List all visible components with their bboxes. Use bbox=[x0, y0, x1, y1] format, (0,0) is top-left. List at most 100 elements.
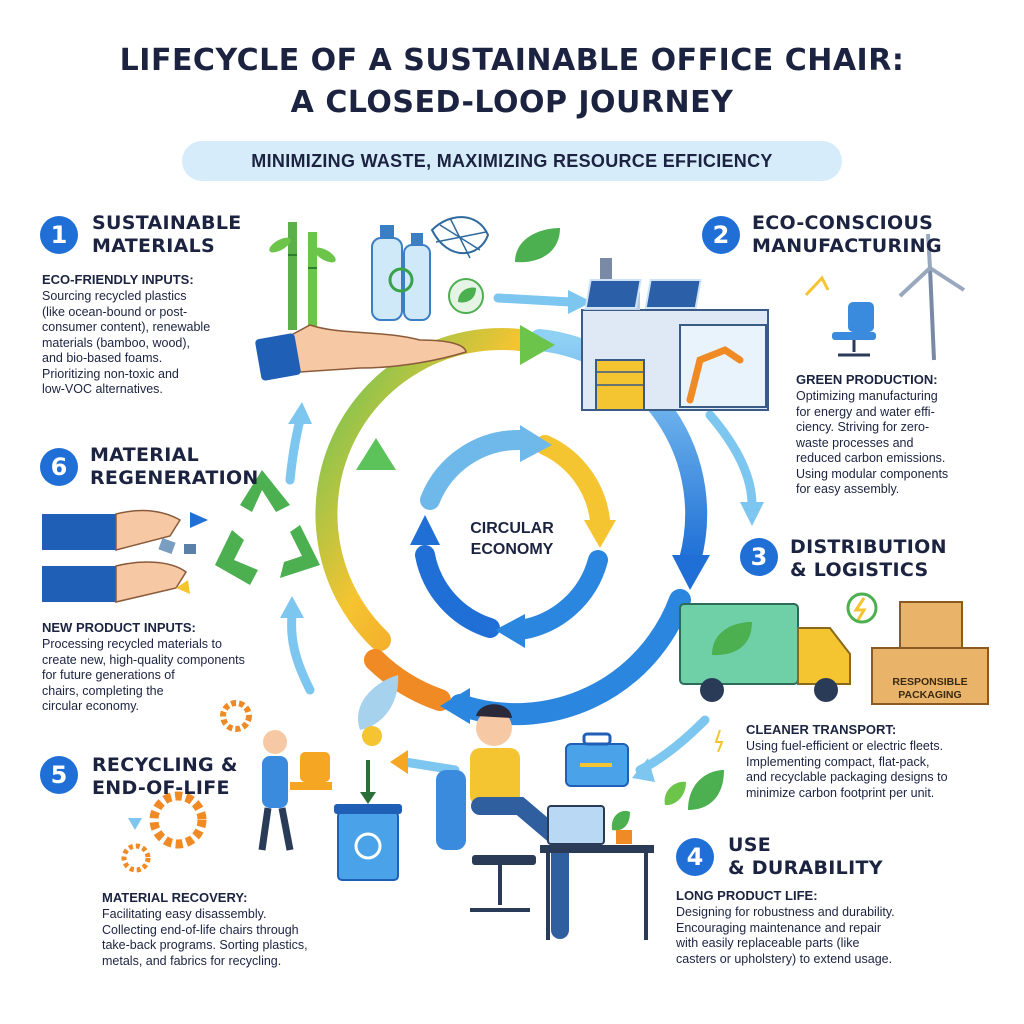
page-title: LIFECYCLE OF A SUSTAINABLE OFFICE CHAIR:… bbox=[0, 40, 1024, 124]
description-line: with easily replaceable parts (like bbox=[676, 936, 860, 950]
step-heading: MATERIAL RECOVERY: bbox=[102, 890, 248, 905]
description-line: (like ocean-bound or post- bbox=[42, 304, 188, 319]
step-title-line-1: ECO-CONSCIOUS bbox=[752, 212, 934, 234]
center-line-1: CIRCULAR bbox=[470, 520, 554, 537]
packaging-label-line-1: RESPONSIBLE bbox=[892, 676, 968, 688]
step-description: Optimizing manufacturing for energy and … bbox=[796, 389, 948, 498]
bamboo-illustration bbox=[269, 222, 336, 330]
net-illustration bbox=[430, 216, 490, 259]
bottles-illustration bbox=[371, 225, 431, 321]
step-heading: ECO-FRIENDLY INPUTS: bbox=[42, 272, 194, 287]
description-line: Facilitating easy disassembly. bbox=[102, 907, 267, 921]
title-line-2: A CLOSED-LOOP JOURNEY bbox=[290, 85, 734, 120]
hands-illustration bbox=[42, 509, 196, 603]
step-heading: NEW PRODUCT INPUTS: bbox=[42, 620, 196, 635]
electric-bolt-icon bbox=[846, 592, 878, 624]
description-line: ciency. Striving for zero- bbox=[796, 420, 930, 434]
description-line: metals, and fabrics for recycling. bbox=[102, 953, 282, 968]
description-line: chairs, completing the bbox=[42, 683, 164, 698]
center-line-2: ECONOMY bbox=[470, 541, 554, 558]
step-title-line-2: REGENERATION bbox=[90, 467, 259, 489]
recycling-person-illustration bbox=[258, 730, 332, 851]
factory-illustration bbox=[581, 258, 769, 411]
subtitle-banner: MINIMIZING WASTE, MAXIMIZING RESOURCE EF… bbox=[182, 141, 842, 181]
description-line: take-back programs. Sorting plastics, bbox=[102, 938, 308, 952]
leaf-icon bbox=[688, 770, 724, 810]
description-line: casters or upholstery) to extend usage. bbox=[676, 951, 893, 966]
step-description: Designing for robustness and durability.… bbox=[676, 905, 895, 967]
description-line: and recyclable packaging designs to bbox=[746, 770, 948, 784]
description-line: for energy and water effi- bbox=[796, 404, 935, 419]
step-title-line-2: END-OF-LIFE bbox=[92, 777, 230, 799]
description-line: reduced carbon emissions. bbox=[796, 451, 946, 465]
step-number-badge: 4 bbox=[676, 838, 714, 876]
description-line: waste processes and bbox=[796, 435, 914, 450]
ring-arrowhead bbox=[672, 555, 710, 590]
description-line: minimize carbon footprint per unit. bbox=[746, 785, 935, 800]
leaf-icon bbox=[515, 228, 560, 263]
step-description: Facilitating easy disassembly. Collectin… bbox=[102, 907, 308, 969]
chair-icon bbox=[832, 302, 876, 357]
description-line: Optimizing manufacturing bbox=[796, 389, 938, 403]
description-line: and bio-based foams. bbox=[42, 351, 163, 365]
step-title-line-1: DISTRIBUTION bbox=[790, 536, 947, 558]
description-line: materials (bamboo, wood), bbox=[42, 335, 190, 350]
step-title: USE & DURABILITY bbox=[728, 834, 883, 880]
step-number-badge: 5 bbox=[40, 756, 78, 794]
description-line: Sourcing recycled plastics bbox=[42, 289, 187, 303]
step-title: ECO-CONSCIOUS MANUFACTURING bbox=[752, 212, 942, 258]
step-title-line-1: USE bbox=[728, 834, 771, 856]
ring-arrowhead bbox=[520, 325, 555, 365]
description-line: Implementing compact, flat-pack, bbox=[746, 754, 930, 769]
step-title-line-1: RECYCLING & bbox=[92, 754, 238, 776]
step-title-line-1: SUSTAINABLE bbox=[92, 212, 242, 234]
step-heading: LONG PRODUCT LIFE: bbox=[676, 888, 818, 903]
description-line: Collecting end-of-life chairs through bbox=[102, 922, 299, 937]
recycle-symbol-icon bbox=[215, 470, 320, 585]
gear-icon bbox=[121, 700, 252, 873]
step-heading: GREEN PRODUCTION: bbox=[796, 372, 938, 387]
step-number-badge: 6 bbox=[40, 448, 78, 486]
step-title-line-2: MANUFACTURING bbox=[752, 235, 942, 257]
step-title-line-2: & DURABILITY bbox=[728, 857, 883, 879]
recycling-bin-icon bbox=[334, 804, 402, 881]
circular-economy-label: CIRCULAR ECONOMY bbox=[452, 518, 572, 560]
toolbox-icon bbox=[565, 732, 629, 787]
step-description: Using fuel-efficient or electric fleets.… bbox=[746, 739, 948, 801]
ring-arrowhead bbox=[440, 688, 470, 724]
step-title-line-1: MATERIAL bbox=[90, 444, 199, 466]
step-heading: CLEANER TRANSPORT: bbox=[746, 722, 897, 737]
ring-arrowhead bbox=[356, 438, 396, 470]
description-line: Encouraging maintenance and repair bbox=[676, 920, 881, 935]
description-line: low-VOC alternatives. bbox=[42, 382, 163, 396]
description-line: create new, high-quality components bbox=[42, 652, 245, 667]
inner-ring-arrows bbox=[415, 429, 610, 640]
step-title-line-2: MATERIALS bbox=[92, 235, 215, 257]
step-title-line-2: & LOGISTICS bbox=[790, 559, 929, 581]
wind-turbine-icon bbox=[898, 233, 966, 361]
step-description: Sourcing recycled plastics (like ocean-b… bbox=[42, 289, 210, 398]
packaging-boxes-illustration bbox=[871, 601, 989, 705]
description-line: Processing recycled materials to bbox=[42, 637, 222, 651]
step-number-badge: 1 bbox=[40, 216, 78, 254]
step-description: Processing recycled materials to create … bbox=[42, 637, 245, 715]
truck-illustration bbox=[679, 603, 851, 702]
description-line: for easy assembly. bbox=[796, 482, 900, 496]
step-title: MATERIAL REGENERATION bbox=[90, 444, 259, 490]
step-title: RECYCLING & END-OF-LIFE bbox=[92, 754, 238, 800]
step-title: SUSTAINABLE MATERIALS bbox=[92, 212, 242, 258]
step-number-badge: 2 bbox=[702, 216, 740, 254]
description-line: for future generations of bbox=[42, 668, 175, 682]
packaging-label: RESPONSIBLE PACKAGING bbox=[874, 676, 986, 702]
person-at-desk-illustration bbox=[436, 704, 654, 940]
step-title: DISTRIBUTION & LOGISTICS bbox=[790, 536, 947, 582]
packaging-label-line-2: PACKAGING bbox=[898, 689, 962, 701]
title-line-1: LIFECYCLE OF A SUSTAINABLE OFFICE CHAIR: bbox=[119, 43, 905, 78]
description-line: Designing for robustness and durability. bbox=[676, 905, 895, 919]
description-line: consumer content), renewable bbox=[42, 320, 211, 334]
description-line: Using fuel-efficient or electric fleets. bbox=[746, 739, 944, 753]
hand-illustration bbox=[255, 324, 467, 381]
description-line: Using modular components bbox=[796, 466, 949, 481]
description-line: circular economy. bbox=[42, 699, 140, 713]
